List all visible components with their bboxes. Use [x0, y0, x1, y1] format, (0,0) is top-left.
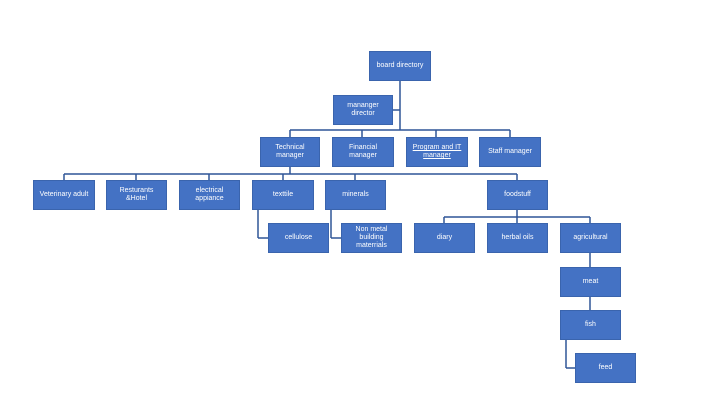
node-staff-manager[interactable]: Staff manager [479, 137, 541, 167]
node-electrical-appiance[interactable]: electrical appiance [179, 180, 240, 210]
node-program-it-manager[interactable]: Program and IT manager [406, 137, 468, 167]
node-veterinary-adult[interactable]: Veterinary adult [33, 180, 95, 210]
node-technical-manager[interactable]: Technical manager [260, 137, 320, 167]
node-feed[interactable]: feed [575, 353, 636, 383]
node-meat[interactable]: meat [560, 267, 621, 297]
node-minerals[interactable]: minerals [325, 180, 386, 210]
node-financial-manager[interactable]: Financial manager [332, 137, 394, 167]
node-non-metal-building-materrials[interactable]: Non metal building materrials [341, 223, 402, 253]
node-agricultural[interactable]: agricultural [560, 223, 621, 253]
node-program-it-manager-label: Program and IT manager [412, 144, 462, 159]
node-foodstuff[interactable]: foodstuff [487, 180, 548, 210]
node-fish[interactable]: fish [560, 310, 621, 340]
node-texttile[interactable]: texttile [252, 180, 314, 210]
node-cellulose[interactable]: cellulose [268, 223, 329, 253]
node-board-directory[interactable]: board directory [369, 51, 431, 81]
node-resturants-hotel[interactable]: Resturants &Hotel [106, 180, 167, 210]
node-herbal-oils[interactable]: herbal oils [487, 223, 548, 253]
node-mananger-director[interactable]: mananger director [333, 95, 393, 125]
node-diary[interactable]: diary [414, 223, 475, 253]
